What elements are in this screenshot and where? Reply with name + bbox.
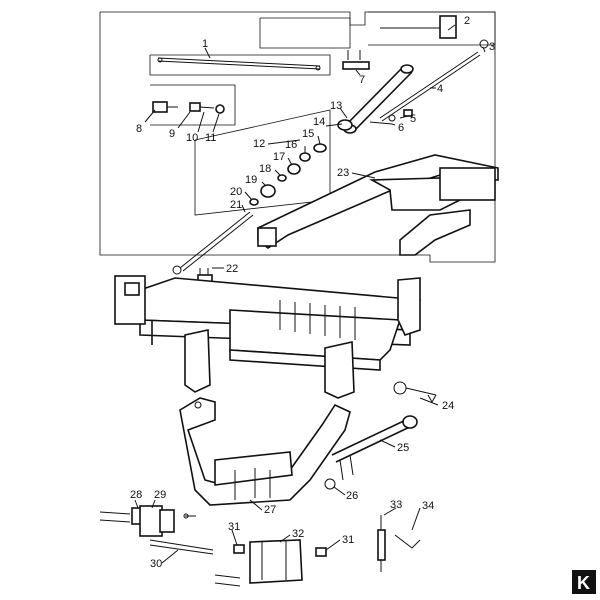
main-beam-assembly — [114, 275, 422, 399]
callout-3: 3 — [489, 41, 495, 53]
part-24-lynch-pin — [393, 381, 437, 404]
leader-lines — [134, 24, 486, 564]
part-6-pin — [369, 121, 393, 125]
parts-31-32-clamp — [214, 539, 327, 587]
callout-21: 21 — [230, 199, 242, 211]
callout-22: 22 — [226, 263, 238, 275]
parts-33-34-pin-clip — [377, 515, 421, 572]
part-25-drawbar — [331, 415, 418, 481]
callout-7: 7 — [359, 74, 365, 86]
callout-17: 17 — [273, 151, 285, 163]
callout-29: 29 — [154, 489, 166, 501]
callout-10: 10 — [186, 132, 198, 144]
callout-13: 13 — [330, 100, 342, 112]
parts-8-11-fittings — [152, 101, 225, 114]
brand-logo: K — [572, 570, 596, 594]
callout-4: 4 — [437, 83, 443, 95]
callout-27: 27 — [264, 504, 276, 516]
callout-20: 20 — [230, 186, 242, 198]
callout-23: 23 — [337, 167, 349, 179]
part-4-tie-rod — [379, 39, 489, 122]
callout-16: 16 — [285, 139, 297, 151]
callout-19: 19 — [245, 174, 257, 186]
callout-2: 2 — [464, 15, 470, 27]
callout-31-left: 31 — [228, 521, 240, 533]
callout-31-right: 31 — [342, 534, 354, 546]
callout-9: 9 — [169, 128, 175, 140]
part-1-rod — [157, 57, 321, 71]
part-27-lower-frame — [179, 397, 351, 506]
callout-18: 18 — [259, 163, 271, 175]
part-26-ring — [324, 478, 336, 490]
part-7-bolt — [342, 50, 370, 70]
callout-6: 6 — [398, 122, 404, 134]
part-21-adjuster-rod — [172, 211, 254, 275]
callout-25: 25 — [397, 442, 409, 454]
callout-14: 14 — [313, 116, 325, 128]
callout-1: 1 — [202, 38, 208, 50]
callout-28: 28 — [130, 489, 142, 501]
logo-background — [572, 570, 596, 594]
callout-30: 30 — [150, 558, 162, 570]
callout-26: 26 — [346, 490, 358, 502]
part-2-bracket — [380, 15, 457, 39]
callout-8: 8 — [136, 123, 142, 135]
callout-5: 5 — [410, 113, 416, 125]
callout-33: 33 — [390, 499, 402, 511]
callout-24: 24 — [442, 400, 454, 412]
parts-28-30-plates — [99, 505, 214, 555]
logo-letter: K — [577, 573, 590, 593]
part-number-callouts: 1 2 3 4 5 6 7 8 9 10 11 12 13 14 15 16 1… — [130, 15, 495, 570]
callout-32: 32 — [292, 528, 304, 540]
callout-11: 11 — [205, 132, 216, 144]
callout-34: 34 — [422, 500, 434, 512]
callout-15: 15 — [302, 128, 314, 140]
part-23-upper-link-frame — [257, 154, 499, 256]
callout-12: 12 — [253, 138, 265, 150]
